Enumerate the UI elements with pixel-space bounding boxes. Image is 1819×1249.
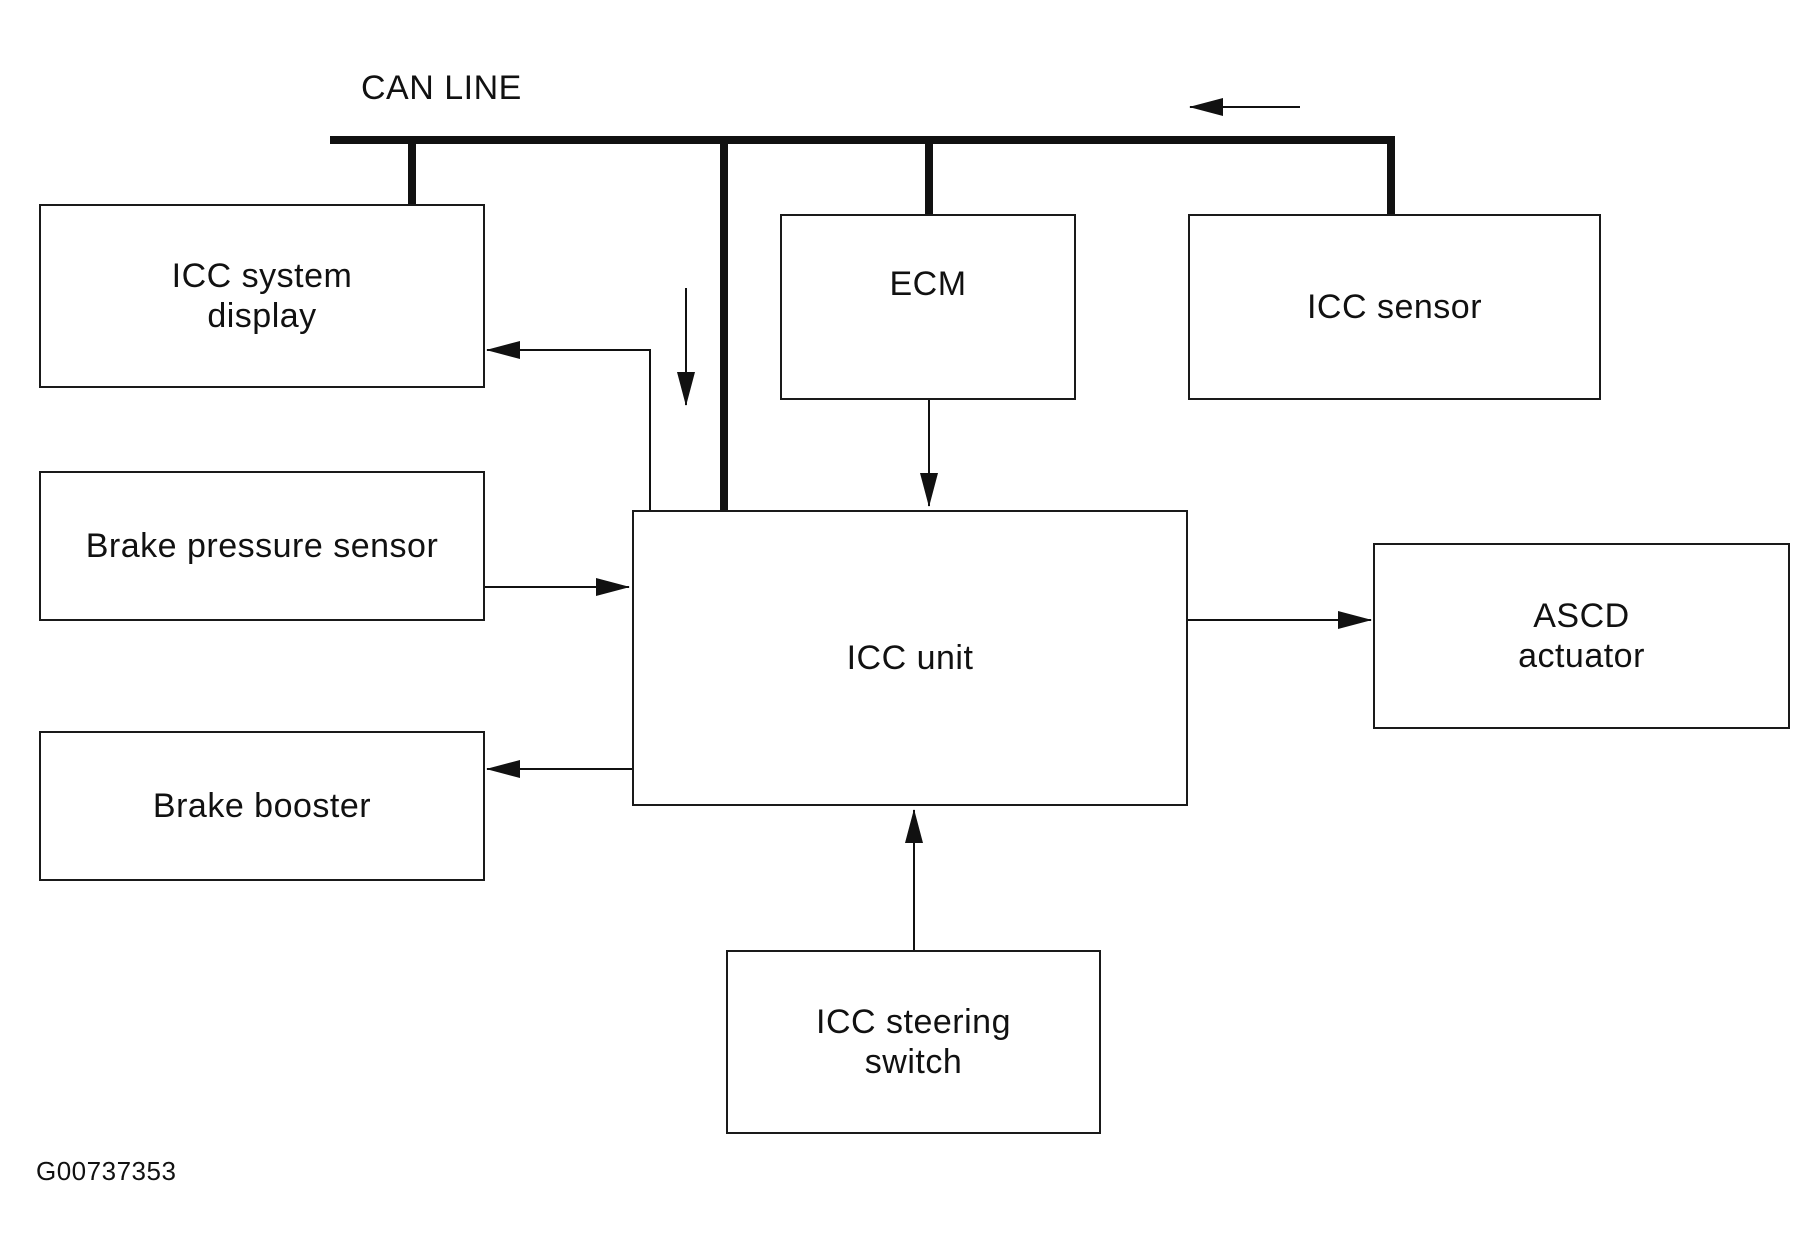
icc-sensor-label: ICC sensor bbox=[1306, 288, 1483, 326]
brake-booster-label: Brake booster bbox=[152, 787, 372, 825]
brake-booster-box: Brake booster bbox=[39, 731, 485, 881]
brake-pressure-sensor-box: Brake pressure sensor bbox=[39, 471, 485, 621]
icc-sensor-box: ICC sensor bbox=[1188, 214, 1601, 400]
figure-id: G00737353 bbox=[36, 1156, 177, 1186]
icc-system-display-line2: display bbox=[207, 297, 317, 335]
ascd-actuator-line2: actuator bbox=[1518, 637, 1645, 675]
icc-unit-box: ICC unit bbox=[632, 510, 1188, 806]
icc-system-display-box: ICC system display bbox=[39, 204, 485, 388]
icc-steering-switch-line2: switch bbox=[864, 1043, 963, 1081]
icc-unit-label: ICC unit bbox=[846, 639, 974, 677]
ascd-actuator-box: ASCD actuator bbox=[1373, 543, 1790, 729]
icc-steering-switch-line1: ICC steering bbox=[816, 1003, 1011, 1041]
can-line-label: CAN LINE bbox=[361, 69, 522, 107]
icc-system-display-line1: ICC system bbox=[171, 257, 353, 295]
ascd-actuator-line1: ASCD bbox=[1533, 597, 1630, 635]
icc-steering-switch-box: ICC steering switch bbox=[726, 950, 1101, 1134]
ecm-box: ECM bbox=[780, 214, 1076, 400]
brake-pressure-sensor-label: Brake pressure sensor bbox=[85, 527, 439, 565]
arrow-icc-unit-to-display bbox=[486, 341, 651, 512]
ecm-label: ECM bbox=[889, 265, 967, 303]
